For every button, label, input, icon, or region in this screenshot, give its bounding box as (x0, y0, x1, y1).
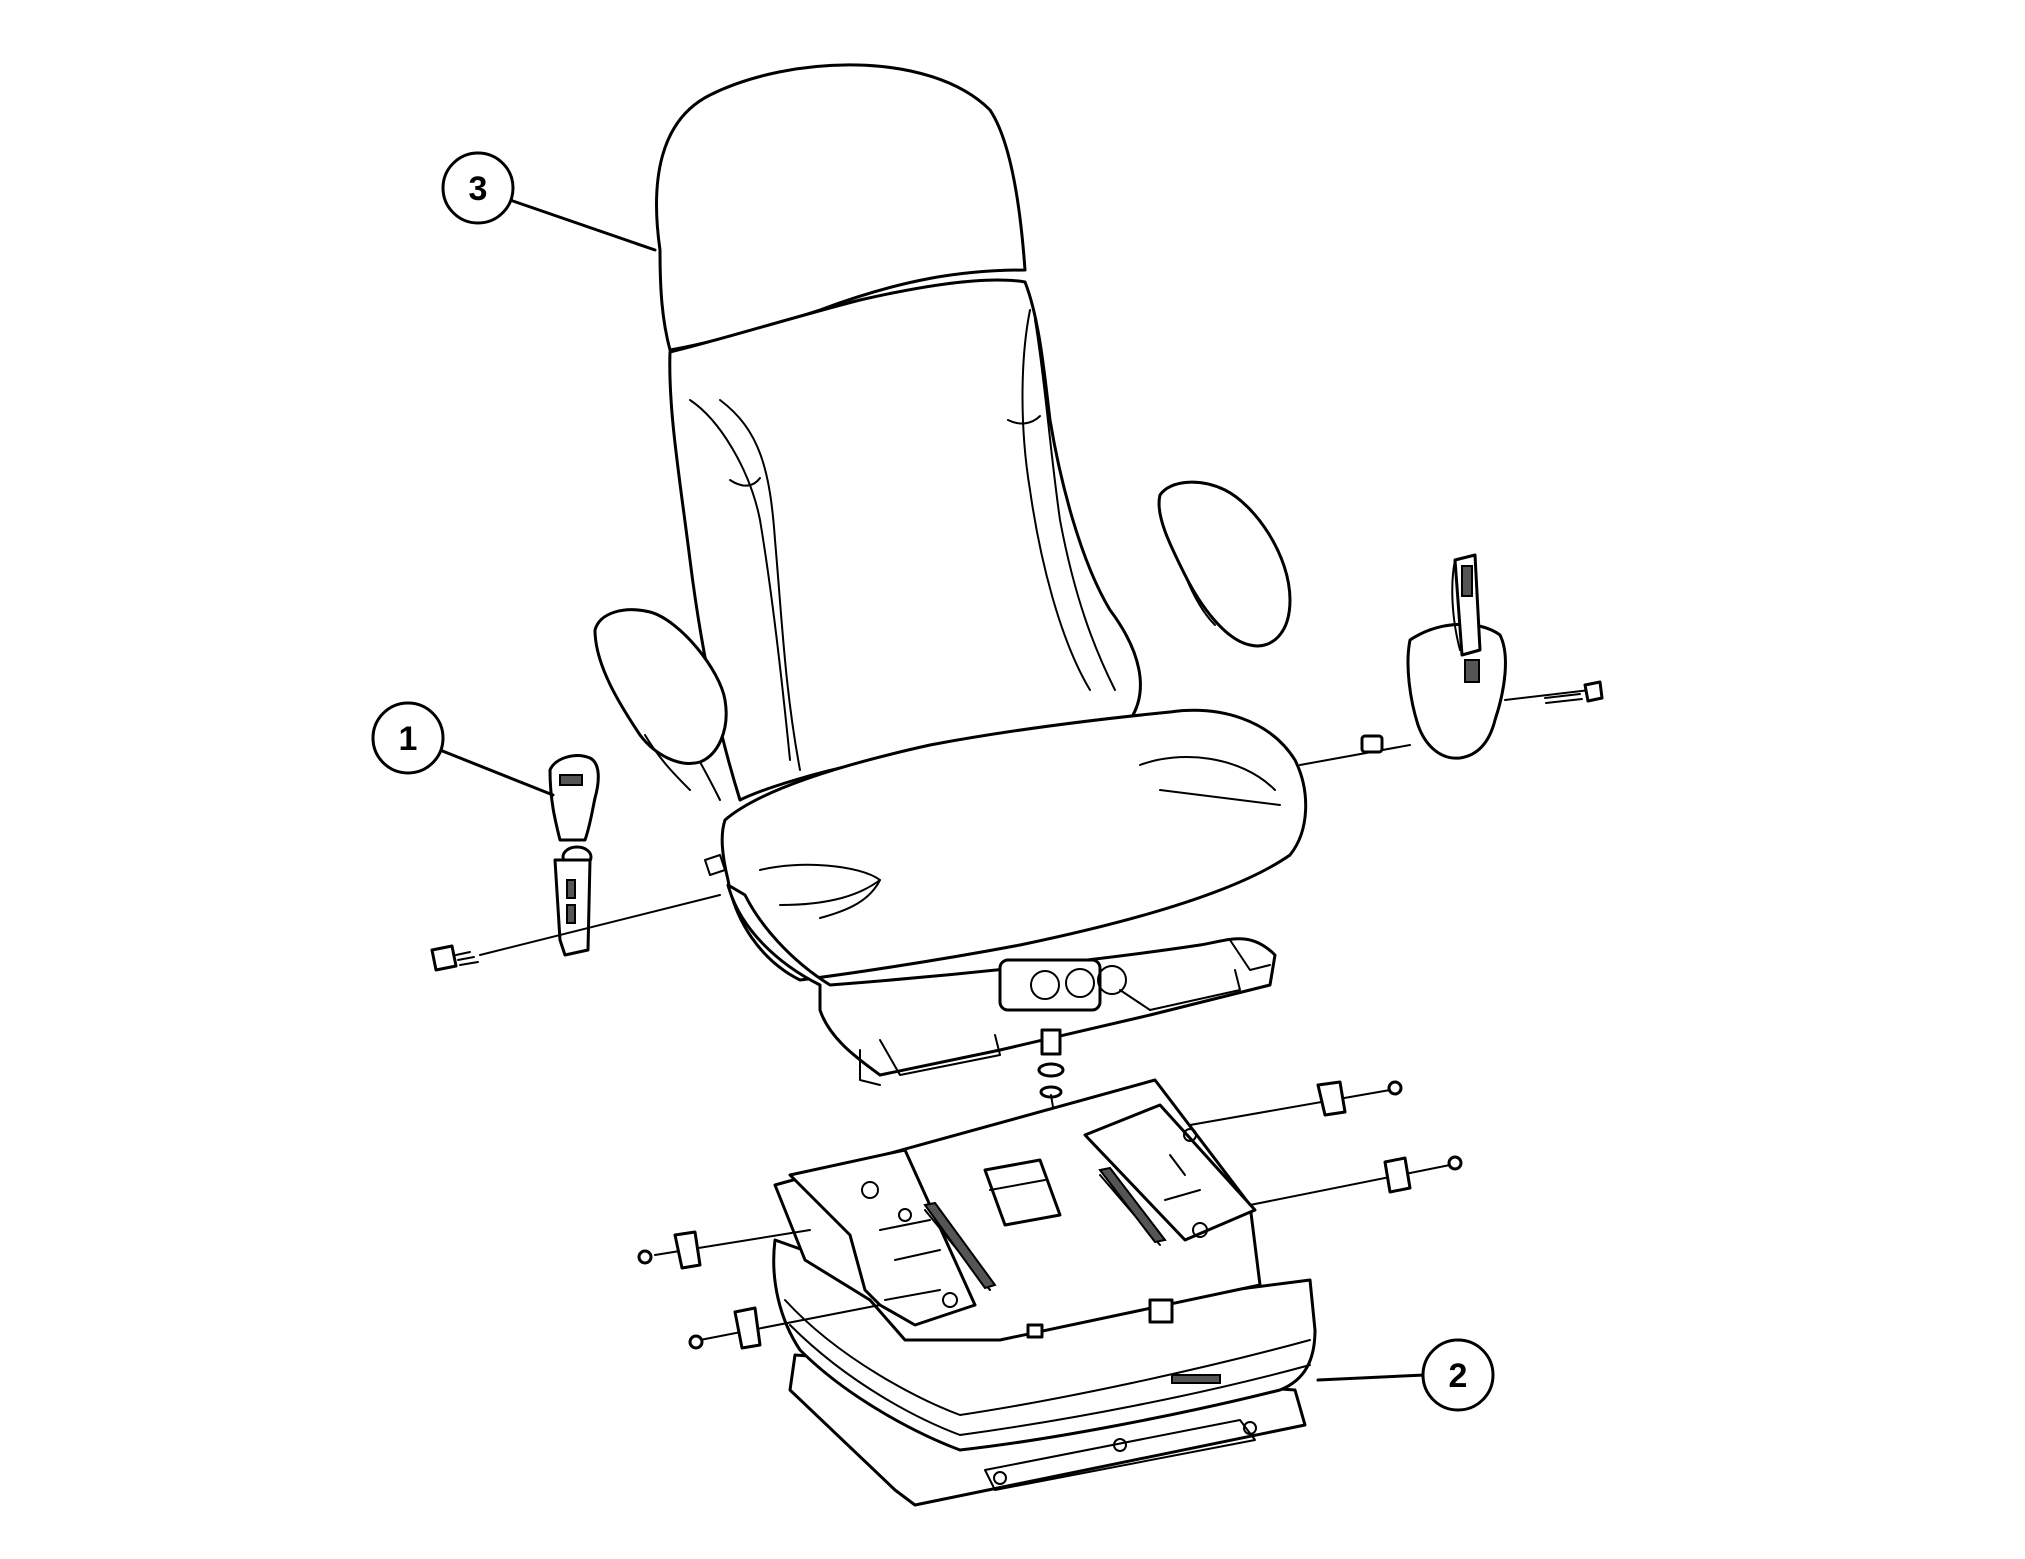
left-armrest (593, 608, 728, 765)
backrest-right-bolster (1021, 309, 1091, 691)
right-slide-rail (1083, 1103, 1257, 1242)
seat-cushion (720, 708, 1308, 982)
left-slide-rail (788, 1148, 977, 1327)
callout-3-label: 3 (469, 170, 488, 208)
callout-1-label: 1 (399, 720, 418, 758)
callout-2-label: 2 (1449, 1357, 1468, 1395)
callout-2: 2 (1316, 1338, 1495, 1412)
callout-1: 1 (371, 701, 555, 797)
callout-3: 3 (441, 151, 657, 252)
seat-belt-retractor (1299, 553, 1604, 766)
backrest-left-bolster (689, 399, 791, 761)
retractor-body (1406, 622, 1507, 760)
seat-belt-buckle (430, 754, 721, 972)
right-armrest (1157, 480, 1292, 648)
operator-seat (593, 63, 1308, 1086)
seat-suspension-base (637, 1078, 1463, 1507)
buckle-head (548, 754, 600, 842)
